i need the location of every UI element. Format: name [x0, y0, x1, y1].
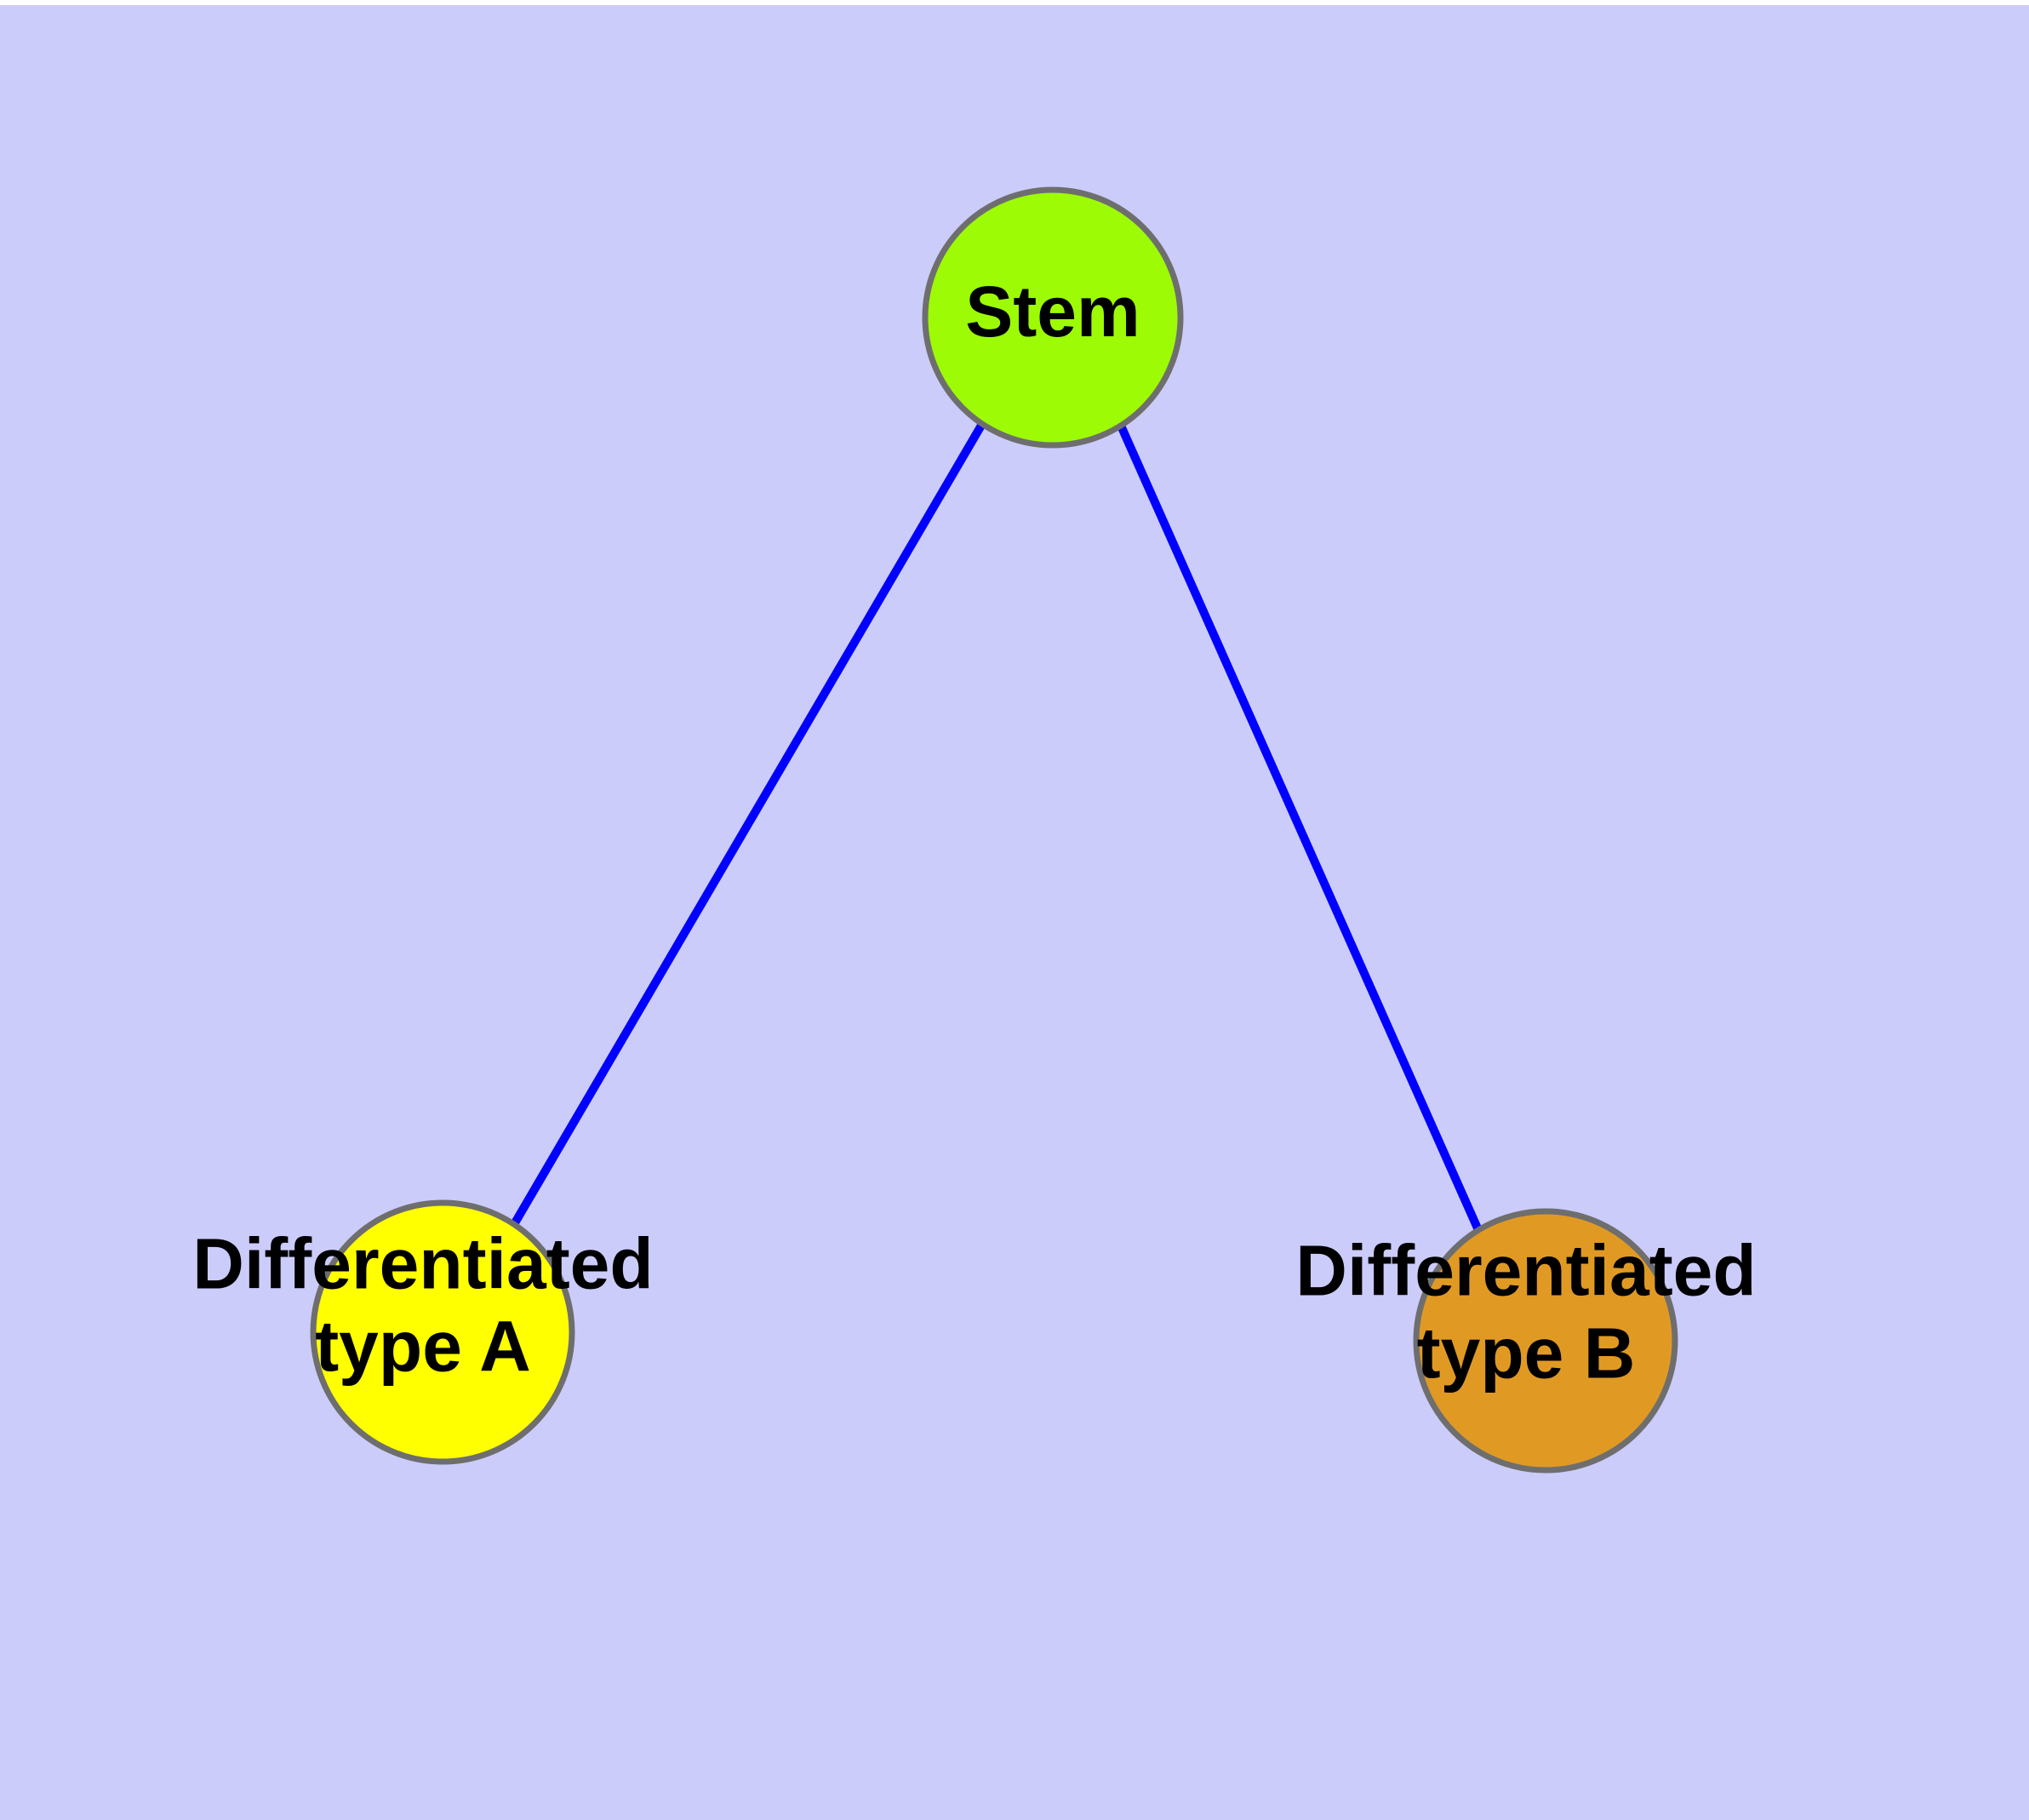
- node-label-line: type B: [1417, 1313, 1636, 1394]
- node-label-line: Stem: [965, 272, 1140, 352]
- node-differentiated-type-a[interactable]: [310, 1199, 575, 1465]
- node-stem[interactable]: [922, 186, 1184, 449]
- edge-stem-to-diff-b[interactable]: [1117, 423, 1483, 1233]
- edge-stem-to-diff-a[interactable]: [509, 421, 986, 1228]
- node-label-line: type A: [315, 1307, 531, 1387]
- node-layer: [310, 186, 1678, 1474]
- node-label-line: Differentiated: [1295, 1231, 1756, 1311]
- node-differentiated-type-b[interactable]: [1413, 1208, 1678, 1474]
- node-label-line: Differentiated: [192, 1224, 653, 1304]
- edge-layer: [509, 421, 1483, 1233]
- node-label-stem: Stem: [965, 272, 1140, 352]
